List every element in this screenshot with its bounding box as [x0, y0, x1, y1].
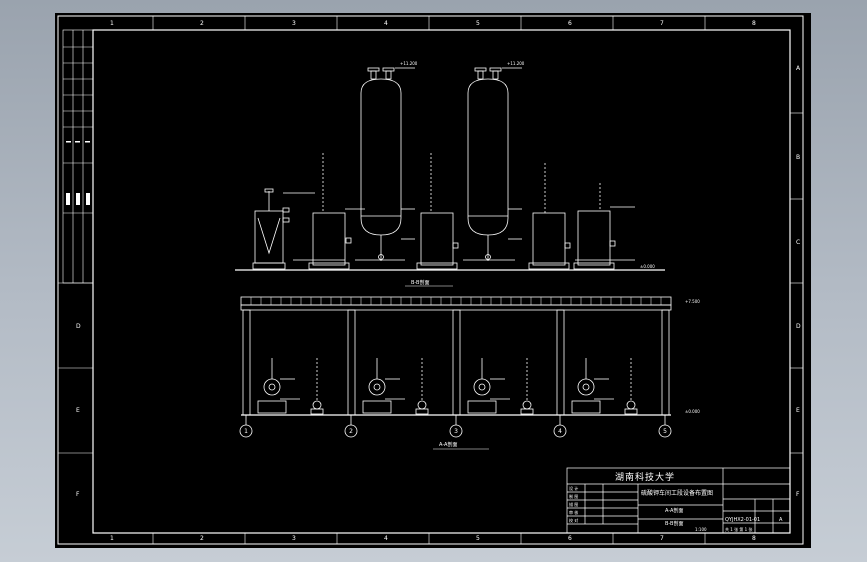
lower-section	[239, 296, 672, 438]
view-1: A-A剖面	[665, 507, 683, 514]
upper-elevation-tags: +11.200 +11.200 ±0.000	[400, 61, 655, 269]
col-label: 5	[476, 535, 480, 542]
elevation-tag: +7.500	[685, 299, 700, 304]
col-label: 7	[660, 535, 664, 542]
col-label: 1	[110, 535, 114, 542]
axis-label: 1	[244, 428, 248, 435]
elevation-tag: +11.200	[507, 61, 525, 66]
cad-viewport[interactable]: 1 2 3 4 5 6 7 8 1 2 3 4 5 6 7 8	[55, 13, 811, 548]
row-ticks	[58, 112, 803, 454]
column-vessel-1	[360, 67, 415, 261]
drawing-number: QYJHX2-01-01	[725, 517, 760, 523]
row-label: F	[796, 491, 800, 498]
sheet-count: 共 1 张 第 1 张	[725, 526, 752, 532]
row-label: 制 图	[569, 493, 578, 499]
column-labels: 1 2 3 4 5 6 7 8 1 2 3 4 5 6 7 8	[110, 20, 756, 542]
revision: A	[779, 517, 783, 523]
axis-label: 5	[663, 428, 667, 435]
pump-group-2	[362, 358, 429, 415]
col-label: 4	[384, 20, 388, 27]
lower-section-label: A-A剖面	[439, 441, 457, 448]
view-2: B-B剖面	[665, 520, 684, 527]
row-label: F	[76, 491, 80, 498]
lower-elevation-tags: +7.500 ±0.000	[685, 299, 700, 414]
row-label: E	[796, 407, 800, 414]
pump-group-4	[571, 358, 638, 415]
axis-label: 4	[558, 428, 562, 435]
axis-bubble-labels: 1 2 3 4 5	[244, 428, 667, 435]
col-label: 5	[476, 20, 480, 27]
row-labels: A B C D E F D E F	[76, 65, 801, 498]
col-label: 3	[292, 20, 296, 27]
upper-section	[235, 67, 665, 271]
row-label: D	[76, 323, 81, 330]
left-stamp-table	[62, 29, 94, 284]
col-label: 6	[568, 535, 572, 542]
col-label: 6	[568, 20, 572, 27]
axis-label: 2	[349, 428, 353, 435]
pump-group-1	[257, 358, 324, 415]
row-label: C	[796, 239, 800, 246]
col-label: 8	[752, 20, 756, 27]
row-label: A	[796, 65, 801, 72]
title-block-rows: 设 计 制 图 描 图 审 核 校 对	[569, 485, 578, 523]
upper-section-label: B-B剖面	[411, 279, 430, 286]
col-label: 8	[752, 535, 756, 542]
row-label: B	[796, 154, 800, 161]
row-label: 审 核	[569, 509, 578, 515]
col-label: 2	[200, 20, 204, 27]
row-label: 设 计	[569, 485, 578, 491]
title-block	[566, 467, 791, 534]
row-label: 校 对	[569, 517, 578, 523]
drawing-title: 硫酸钾车间工段设备布置图	[641, 489, 713, 497]
pump-group-3	[467, 358, 534, 415]
elevation-tag: ±0.000	[685, 409, 700, 414]
elevation-tag: +11.200	[400, 61, 418, 66]
axis-label: 3	[454, 428, 458, 435]
school-name: 湖南科技大学	[615, 471, 675, 483]
elevation-tag: ±0.000	[640, 264, 655, 269]
column-vessel-2	[467, 67, 522, 261]
col-label: 7	[660, 20, 664, 27]
cad-drawing: 1 2 3 4 5 6 7 8 1 2 3 4 5 6 7 8	[57, 15, 804, 545]
row-label: D	[796, 323, 801, 330]
inner-border	[92, 29, 791, 534]
row-label: 描 图	[569, 501, 578, 507]
col-label: 1	[110, 20, 114, 27]
row-label: E	[76, 407, 80, 414]
scale: 1:100	[695, 527, 707, 532]
col-label: 4	[384, 535, 388, 542]
col-label: 3	[292, 535, 296, 542]
column-ticks	[152, 16, 706, 544]
col-label: 2	[200, 535, 204, 542]
outer-border	[57, 15, 804, 545]
left-stamp-marks	[66, 141, 90, 205]
